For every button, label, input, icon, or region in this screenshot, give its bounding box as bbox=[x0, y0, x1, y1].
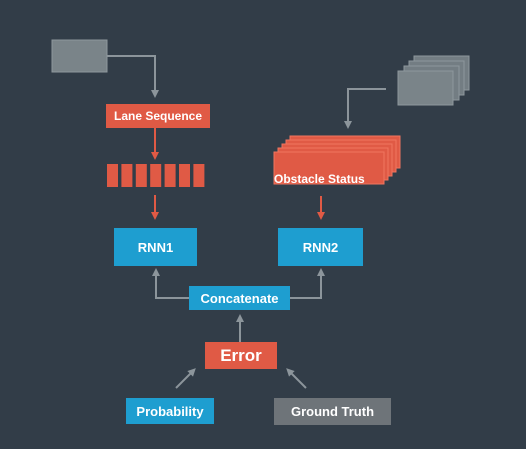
sequence-cell bbox=[179, 164, 190, 187]
arrow-concatenate-to-rnn1 bbox=[152, 268, 189, 299]
sequence-cell bbox=[135, 164, 147, 187]
arrow-input-to-lane-sequence bbox=[107, 55, 159, 98]
lane-input-tile bbox=[51, 39, 108, 73]
sequence-cell bbox=[107, 164, 118, 187]
obstacle-input-stack bbox=[397, 55, 470, 106]
arrow-input-to-obstacle-status bbox=[344, 88, 386, 129]
lane-sequence-cells bbox=[107, 164, 205, 187]
sequence-cell bbox=[164, 164, 176, 187]
ground-truth-box: Ground Truth bbox=[274, 398, 391, 425]
arrow-probability-to-error bbox=[175, 368, 196, 389]
concatenate-box: Concatenate bbox=[189, 286, 290, 310]
sequence-cell bbox=[150, 164, 162, 187]
probability-box: Probability bbox=[126, 398, 214, 424]
sequence-cell bbox=[121, 164, 133, 187]
rnn2-box: RNN2 bbox=[278, 228, 363, 266]
lane-sequence-box: Lane Sequence bbox=[106, 104, 210, 128]
error-box: Error bbox=[205, 342, 277, 369]
rnn1-box: RNN1 bbox=[114, 228, 197, 266]
arrow-concatenate-to-rnn2 bbox=[290, 268, 325, 299]
sequence-cell bbox=[193, 164, 205, 187]
obstacle-status-stack bbox=[273, 135, 401, 185]
arrow-ground-truth-to-error bbox=[286, 368, 307, 389]
obstacle-status-label: Obstacle Status bbox=[274, 172, 365, 186]
